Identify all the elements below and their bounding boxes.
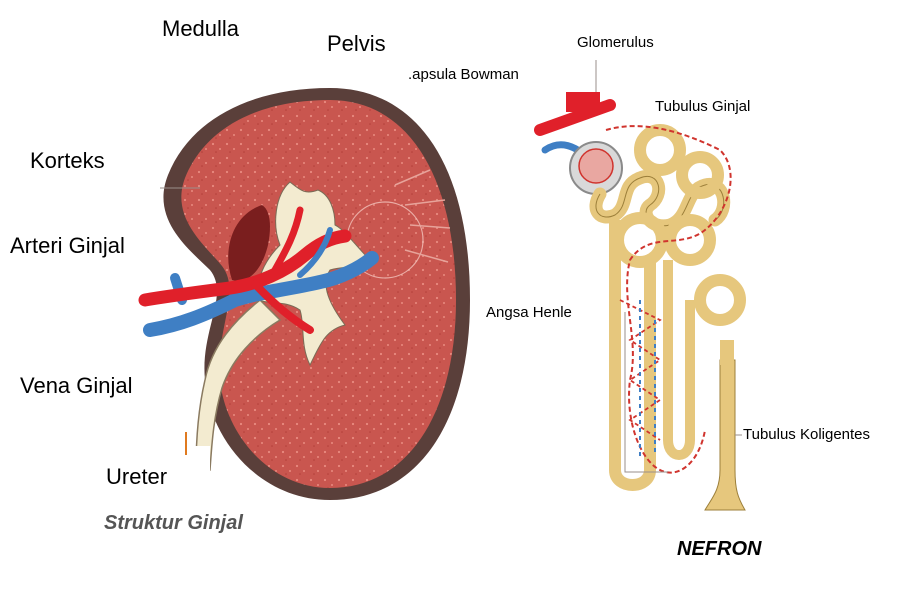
label-tubulus-ginjal: Tubulus Ginjal <box>655 99 750 114</box>
tubule-loop <box>640 130 680 170</box>
loop-of-henle-inner <box>668 260 690 455</box>
label-angsa-henle: Angsa Henle <box>486 305 572 320</box>
label-korteks: Korteks <box>30 150 105 172</box>
tubule-loop <box>682 157 718 193</box>
label-kapsula-bowman: .apsula Bowman <box>408 67 519 82</box>
kidney-illustration <box>145 88 470 500</box>
label-arteri-ginjal: Arteri Ginjal <box>10 235 125 257</box>
glomerulus-ball <box>579 149 613 183</box>
label-glomerulus: Glomerulus <box>577 35 654 50</box>
tubule-loop <box>618 218 662 262</box>
tubule-loop <box>670 220 710 260</box>
caption-nefron: NEFRON <box>677 538 761 561</box>
artery-stub <box>566 92 600 112</box>
label-vena-ginjal: Vena Ginjal <box>20 375 133 397</box>
caption-struktur-ginjal: Struktur Ginjal <box>104 512 243 535</box>
label-pelvis: Pelvis <box>327 33 386 55</box>
label-ureter: Ureter <box>106 466 167 488</box>
tubule-loop <box>700 280 740 320</box>
label-medulla: Medulla <box>162 18 239 40</box>
label-tubulus-koligentes: Tubulus Koligentes <box>743 427 870 442</box>
